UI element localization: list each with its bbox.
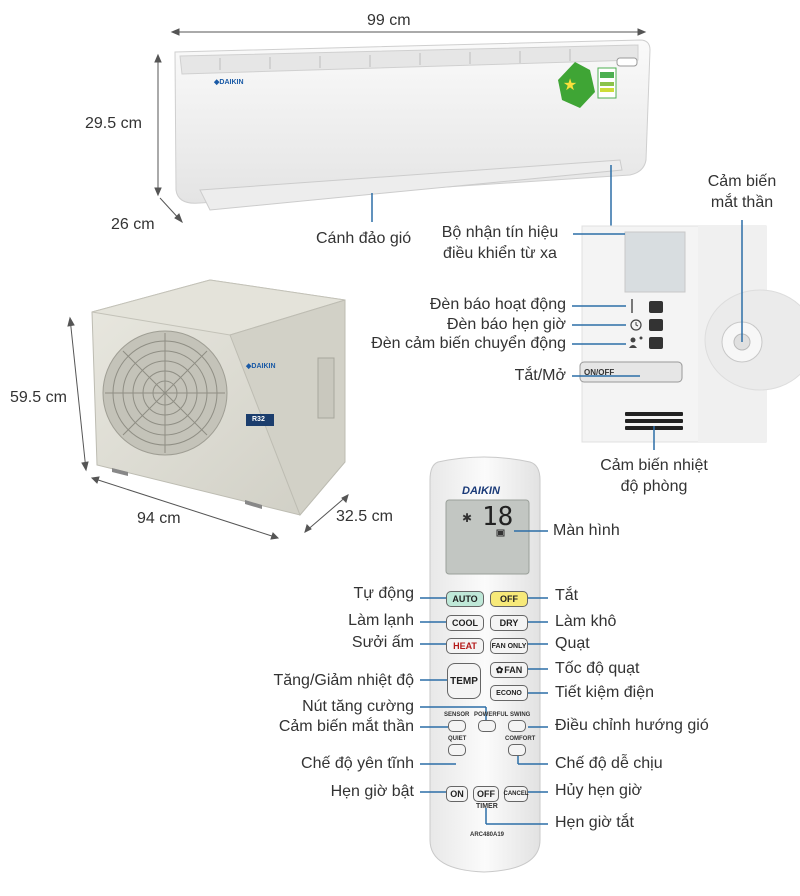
motion-lamp	[649, 337, 663, 349]
fan-speed-button[interactable]: ✿FAN	[490, 662, 528, 678]
indoor-dimension-lines	[154, 28, 647, 224]
cancel-button[interactable]: CANCEL	[504, 786, 529, 802]
swing-text: SWING	[510, 712, 531, 718]
panel-onoff-text: ON/OFF	[584, 368, 615, 377]
motion-lamp-label: Đèn cảm biến chuyển động	[371, 335, 566, 352]
louver-label: Cánh đảo gió	[316, 230, 412, 247]
sensor-button[interactable]	[448, 720, 466, 732]
timer-on-label: Hẹn giờ bật	[330, 783, 414, 800]
off-label: Tắt	[555, 587, 579, 604]
remote-control: ✱	[429, 456, 541, 873]
comfort-label: Chế độ dễ chịu	[555, 755, 663, 772]
quiet-button[interactable]	[448, 744, 466, 756]
indoor-depth-label: 26 cm	[111, 216, 155, 233]
econo-label: Tiết kiệm điện	[555, 684, 654, 701]
swing-label: Điều chỉnh hướng gió	[555, 717, 709, 734]
screen-label: Màn hình	[553, 522, 620, 539]
op-lamp-label: Đèn báo hoạt động	[429, 296, 566, 313]
room-temp-label-1: Cảm biến nhiệt	[600, 457, 708, 474]
econo-button[interactable]: ECONO	[490, 685, 528, 701]
powerful-text: POWERFUL	[474, 712, 509, 718]
receiver-label-2: điều khiển từ xa	[443, 245, 557, 262]
outdoor-depth-label: 32.5 cm	[336, 508, 393, 525]
outdoor-width-label: 94 cm	[137, 510, 181, 527]
powerful-label: Nút tăng cường	[302, 698, 414, 715]
on-off-label: Tắt/Mở	[514, 367, 566, 384]
dry-button[interactable]: DRY	[490, 615, 528, 631]
outdoor-brand-logo: ◆DAIKIN	[245, 363, 276, 370]
fan-only-button[interactable]: FAN ONLY	[490, 638, 528, 654]
off-button[interactable]: OFF	[490, 591, 528, 607]
temp-label: Tăng/Giảm nhiệt độ	[273, 672, 414, 689]
remote-model: ARC480A19	[470, 832, 505, 838]
panel-callout-lines	[572, 220, 743, 450]
r32-badge	[246, 414, 274, 426]
auto-label: Tự động	[353, 585, 414, 602]
sensor-label: Cảm biến mắt thần	[278, 718, 414, 735]
onoff-panel-button	[579, 361, 683, 383]
svg-text:✱: ✱	[462, 511, 472, 525]
outdoor-height-label: 59.5 cm	[10, 389, 67, 406]
heat-button[interactable]: HEAT	[446, 638, 484, 654]
fan-button-text: FAN	[504, 665, 523, 675]
sensor-text: SENSOR	[444, 712, 470, 718]
timer-off-button[interactable]: OFF	[473, 786, 499, 802]
remote-screen	[445, 499, 530, 575]
receiver-label-1: Bộ nhận tín hiệu	[441, 224, 559, 241]
remote-display-temp: 18	[482, 502, 514, 532]
ir-receiver-window	[624, 231, 686, 293]
operation-lamp	[649, 301, 663, 313]
comfort-text: COMFORT	[505, 736, 536, 742]
indoor-width-label: 99 cm	[367, 12, 411, 29]
eye-sensor-label-1: Cảm biến	[707, 173, 777, 190]
timer-text: TIMER	[476, 803, 498, 810]
auto-button[interactable]: AUTO	[446, 591, 484, 607]
control-panel-closeup	[579, 225, 800, 443]
fan-only-label: Quạt	[555, 635, 590, 652]
timer-lamp-label: Đèn báo hẹn giờ	[446, 316, 566, 333]
indoor-callout-lines	[371, 165, 612, 226]
dry-label: Làm khô	[555, 613, 617, 630]
fan-icon: ✿	[495, 664, 504, 675]
comfort-button[interactable]	[508, 744, 526, 756]
remote-brand: DAIKIN	[462, 485, 500, 497]
outdoor-dimension-lines	[67, 316, 349, 540]
outdoor-unit: ◆DAIKIN	[91, 279, 346, 516]
timer-lamp	[649, 319, 663, 331]
timer-on-button[interactable]: ON	[446, 786, 468, 802]
quiet-text: QUIET	[448, 736, 467, 742]
powerful-button[interactable]	[478, 720, 496, 732]
eye-sensor-label-2: mắt thần	[710, 194, 774, 211]
indoor-height-label: 29.5 cm	[85, 115, 142, 132]
swing-button[interactable]	[508, 720, 526, 732]
timer-off-label: Hẹn giờ tắt	[555, 814, 634, 831]
cool-label: Làm lạnh	[348, 612, 414, 629]
svg-text:★: ★	[563, 75, 577, 94]
indoor-brand-logo: ◆DAIKIN	[213, 79, 244, 86]
indoor-unit: ◆DAIKIN ★	[174, 39, 651, 211]
cancel-label: Hủy hẹn giờ	[555, 782, 642, 799]
temp-button[interactable]: TEMP	[447, 663, 481, 699]
fan-speed-label: Tốc độ quạt	[555, 660, 640, 677]
room-temp-label-2: độ phòng	[620, 478, 688, 495]
energy-star-label	[558, 62, 595, 108]
outdoor-r32-text: R32	[252, 416, 265, 423]
cool-button[interactable]: COOL	[446, 615, 484, 631]
heat-label: Sưởi ấm	[351, 634, 414, 651]
quiet-label: Chế độ yên tĩnh	[301, 755, 414, 772]
